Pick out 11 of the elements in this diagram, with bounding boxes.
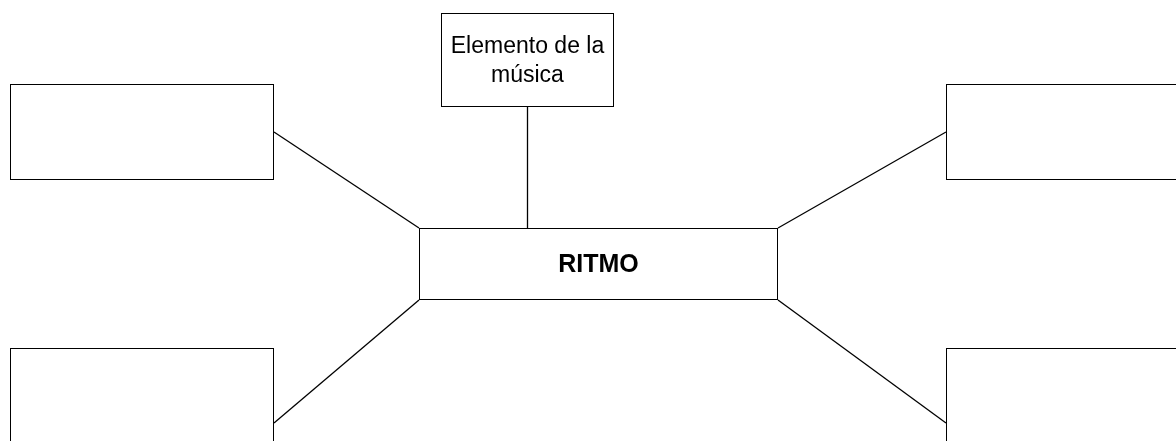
central-label: RITMO [558, 248, 639, 280]
node-label: Elemento de la música [450, 31, 605, 89]
connector-line [273, 299, 420, 424]
concept-box [441, 13, 614, 107]
empty-box [946, 84, 1176, 180]
connector-line [777, 299, 947, 424]
connector-line [273, 131, 420, 229]
empty-box [10, 84, 274, 180]
connector-line [777, 131, 947, 229]
central-box [419, 228, 778, 300]
connector-line [526, 106, 529, 229]
